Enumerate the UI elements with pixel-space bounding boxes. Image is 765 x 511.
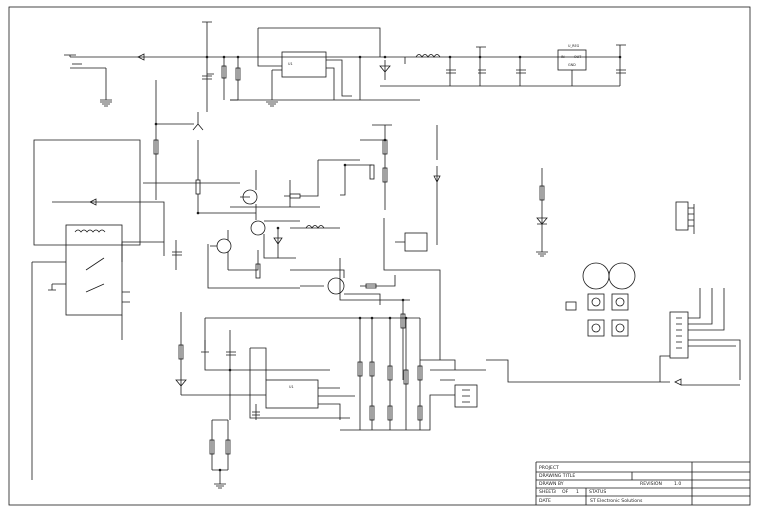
component-labels: U1 U1 U_REG IN OUT GND: [288, 44, 582, 389]
project-label: PROJECT: [539, 465, 559, 471]
sheet-total: 1: [576, 489, 579, 495]
u2-label: U1: [288, 62, 293, 66]
schematic-wiring: [8, 6, 751, 506]
drawn-by-label: DRAWN BY: [539, 481, 564, 487]
revision-value: 1.0: [674, 481, 681, 487]
regulator-out-pin: OUT: [574, 55, 582, 59]
u1-label: U1: [289, 385, 294, 389]
drawing-title-label: DRAWING TITLE: [539, 473, 575, 479]
regulator-gnd-pin: GND: [568, 63, 576, 67]
sheet-number: 3: [553, 489, 556, 495]
ground-symbols: [100, 101, 548, 489]
status-label: STATUS: [589, 489, 606, 495]
title-block: PROJECT DRAWING TITLE DRAWN BY REVISION …: [539, 465, 681, 504]
sheet-border: [8, 6, 751, 506]
sheet-of-label: OF: [562, 489, 569, 495]
revision-label: REVISION: [640, 481, 662, 487]
date-label: DATE: [539, 498, 551, 504]
regulator-in-pin: IN: [561, 55, 565, 59]
company-name: ST Electronic Solutions: [590, 498, 643, 504]
regulator-label: U_REG: [568, 44, 580, 48]
junction-dots: [154, 55, 622, 472]
sheet-label: SHEET: [539, 489, 554, 495]
